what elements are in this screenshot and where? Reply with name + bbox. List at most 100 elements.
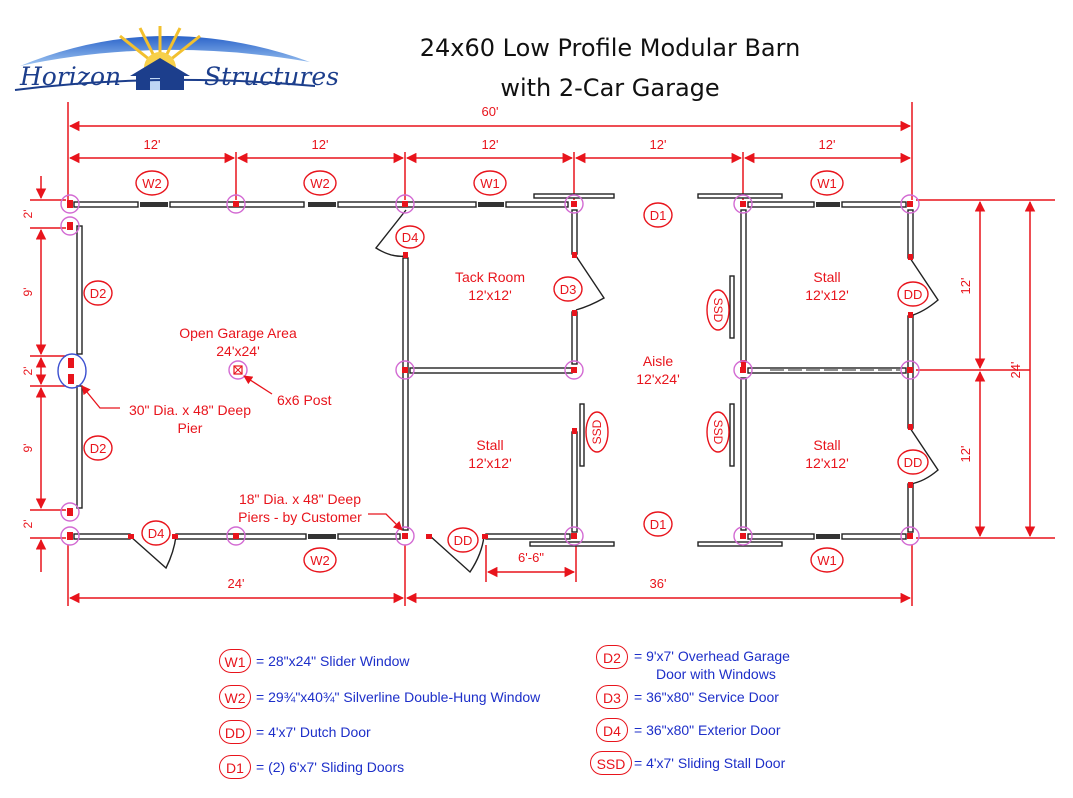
callout-tag-texts: W2 W2 W1 W1 D1 D4 D2 D3 DD D2 DD D4 DD D… [90, 176, 923, 568]
room-stall-bc-name: Stall [476, 437, 503, 453]
tag-w1: W1 [480, 176, 500, 191]
tag-d1: D1 [650, 517, 667, 532]
annotation-labels: 6x6 Post 30" Dia. x 48" Deep Pier 18" Di… [129, 392, 362, 525]
tag-d2: D2 [90, 286, 107, 301]
pier-marker [900, 526, 920, 546]
legend-badge-w2: W2 [219, 685, 251, 709]
pier-marker [60, 194, 80, 214]
logo-word-right: Structures [204, 62, 339, 91]
pier-marker [60, 526, 80, 546]
room-stall-bc-size: 12'x12' [468, 455, 512, 471]
dim-bottom-right: 36' [650, 576, 667, 591]
tag-ssd: SSD [711, 420, 725, 445]
dim-left-4: 9' [21, 444, 35, 453]
tag-ssd: SSD [590, 419, 604, 444]
legend-badge-ssd: SSD [590, 751, 632, 775]
pier-cores [67, 200, 913, 540]
tag-d2: D2 [90, 441, 107, 456]
right-dimensions [916, 199, 1055, 539]
pier30-label-1: 30" Dia. x 48" Deep [129, 402, 251, 418]
pier-marker [733, 194, 753, 214]
pier-marker [395, 194, 415, 214]
dim-left-5: 2' [21, 520, 35, 529]
tag-w1: W1 [817, 553, 837, 568]
dim-bottom-left: 24' [228, 576, 245, 591]
dim-overall: 60' [482, 104, 499, 119]
dim-door-opening: 6'-6" [518, 550, 544, 565]
legend-text-d1: = (2) 6'x7' Sliding Doors [256, 759, 405, 775]
room-tack-size: 12'x12' [468, 287, 512, 303]
legend-badge-w1: W1 [219, 649, 251, 673]
legend-text-dd: = 4'x7' Dutch Door [256, 724, 371, 740]
legend-badge-d1: D1 [219, 755, 251, 779]
pier-markers [60, 194, 920, 546]
legend-text-w1: = 28"x24" Slider Window [256, 653, 410, 669]
pier-marker [733, 360, 753, 380]
tag-w2: W2 [142, 176, 162, 191]
dim-left-1: 2' [21, 210, 35, 219]
pier18-label-2: Piers - by Customer [238, 509, 362, 525]
tag-d4: D4 [402, 230, 419, 245]
legend-badge-dd: DD [219, 720, 251, 744]
callout-tags [83, 170, 929, 573]
legend-text-ssd: = 4'x7' Sliding Stall Door [634, 755, 786, 771]
tag-dd: DD [904, 455, 923, 470]
pier-marker [60, 216, 80, 236]
pier-marker [900, 194, 920, 214]
pier-marker [564, 194, 584, 214]
pier-marker [395, 360, 415, 380]
tag-w1: W1 [817, 176, 837, 191]
legend-text-w2: = 29¾"x40¾" Silverline Double-Hung Windo… [256, 689, 541, 705]
room-tack-name: Tack Room [455, 269, 525, 285]
pier-marker [228, 360, 248, 380]
pier-marker [564, 360, 584, 380]
pier-30-marker [57, 353, 87, 389]
pier-marker [733, 526, 753, 546]
top-dimensions [67, 102, 913, 200]
legend-badge-d4: D4 [596, 718, 628, 742]
dim-right-upper: 12' [958, 278, 973, 295]
pier-marker [395, 526, 415, 546]
room-garage-size: 24'x24' [216, 343, 260, 359]
legend-text-d2-line2: Door with Windows [656, 666, 776, 682]
room-aisle-size: 12'x24' [636, 371, 680, 387]
leader-lines [81, 375, 403, 531]
dim-left-2: 9' [21, 288, 35, 297]
dim-right-lower: 12' [958, 446, 973, 463]
tag-w2: W2 [310, 553, 330, 568]
tag-d4: D4 [148, 526, 165, 541]
pier-marker [226, 194, 246, 214]
dim-left-3: 2' [21, 367, 35, 376]
post-6x6-icon [233, 365, 243, 375]
legend-text-d2: = 9'x7' Overhead Garage [634, 648, 790, 664]
legend-text-d3: = 36"x80" Service Door [634, 689, 779, 705]
legend-badge-d3: D3 [596, 685, 628, 709]
title-line-2: with 2-Car Garage [500, 74, 720, 102]
dim-bay-4: 12' [650, 137, 667, 152]
pier-marker [900, 360, 920, 380]
walls [73, 201, 914, 540]
tag-w2: W2 [310, 176, 330, 191]
legend-badge-d2: D2 [596, 645, 628, 669]
legend-text-d4: = 36"x80" Exterior Door [634, 722, 781, 738]
tag-ssd: SSD [711, 298, 725, 323]
tag-dd: DD [454, 533, 473, 548]
bottom-dimensions [67, 545, 913, 606]
door-jambs [128, 252, 913, 539]
room-stall-br-size: 12'x12' [805, 455, 849, 471]
dim-bay-5: 12' [819, 137, 836, 152]
tag-d3: D3 [560, 282, 577, 297]
tag-dd: DD [904, 287, 923, 302]
room-stall-tr-size: 12'x12' [805, 287, 849, 303]
room-aisle-name: Aisle [643, 353, 674, 369]
room-garage-name: Open Garage Area [179, 325, 297, 341]
pier18-label-1: 18" Dia. x 48" Deep [239, 491, 361, 507]
left-dimensions [30, 176, 66, 572]
horizon-logo-icon [14, 26, 316, 91]
windows [140, 202, 840, 539]
tag-d1: D1 [650, 208, 667, 223]
logo-word-left: Horizon [20, 62, 122, 91]
dim-bay-2: 12' [312, 137, 329, 152]
